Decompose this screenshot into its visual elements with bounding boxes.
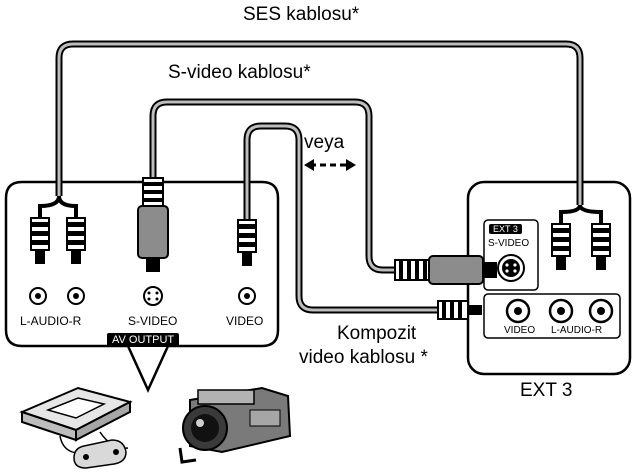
audio-plugs-source bbox=[30, 195, 86, 264]
video-plug-tv bbox=[437, 300, 482, 320]
tv-video-label: VIDEO bbox=[504, 325, 536, 336]
source-jacks bbox=[29, 286, 256, 306]
tv-svideo-jack bbox=[497, 254, 525, 282]
video-plug-source bbox=[237, 219, 257, 266]
tv-svideo-panel bbox=[483, 219, 539, 291]
svideo-cable-label: S-video kablosu* bbox=[168, 62, 311, 83]
audio-plugs-tv bbox=[551, 204, 611, 270]
or-arrow bbox=[304, 159, 356, 171]
ext3-tag: EXT 3 bbox=[489, 224, 522, 234]
tv-jack-panel bbox=[483, 293, 621, 339]
composite-cable-label-line1: Kompozit bbox=[337, 323, 417, 344]
source-panel-outline bbox=[4, 180, 280, 394]
camcorder-icon bbox=[178, 386, 292, 464]
source-svideo-label: S-VIDEO bbox=[128, 314, 178, 328]
composite-cable-label-line2: video kablosu * bbox=[299, 347, 428, 368]
svideo-plug-source bbox=[137, 177, 169, 272]
source-video-label: VIDEO bbox=[226, 314, 264, 328]
tv-audio-label: L-AUDIO-R bbox=[551, 325, 603, 336]
game-console-icon bbox=[19, 386, 133, 469]
source-audio-label: L-AUDIO-R bbox=[20, 314, 82, 328]
or-label: veya bbox=[304, 132, 345, 153]
tv-svideo-label: S-VIDEO bbox=[488, 238, 530, 249]
audio-cable-label: SES kablosu* bbox=[243, 4, 360, 25]
av-output-badge: AV OUTPUT bbox=[107, 333, 180, 347]
svideo-plug-tv bbox=[394, 255, 497, 285]
tv-rca-jacks bbox=[505, 298, 614, 324]
ext3-label: EXT 3 bbox=[520, 380, 573, 401]
